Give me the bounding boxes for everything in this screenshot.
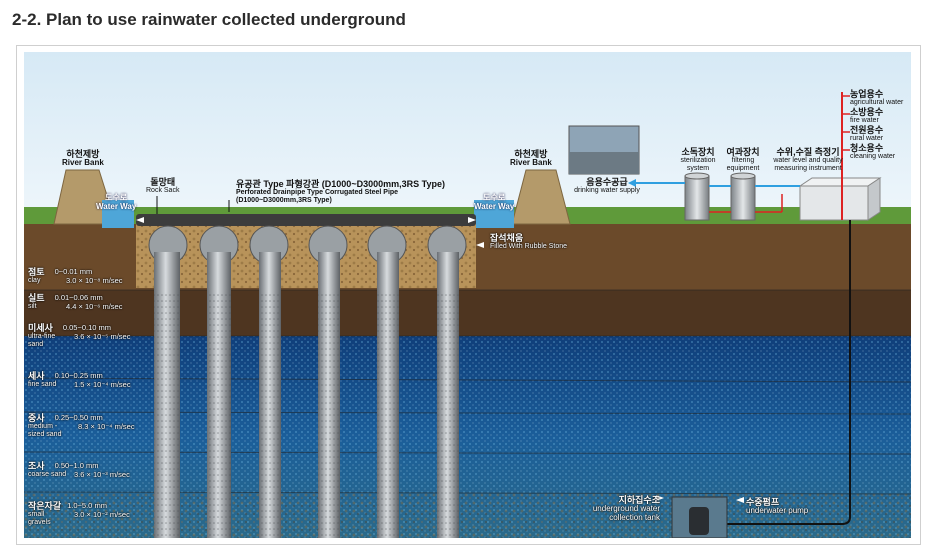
waterway-left: [102, 200, 134, 228]
measuring-building: [799, 185, 869, 221]
rock-sack-label: 돌망태 Rock Sack: [146, 177, 180, 195]
sky: [24, 52, 911, 217]
river-bank-right: [511, 169, 571, 225]
vertical-pipes: [154, 252, 459, 538]
measuring-label: 수위,수질 측정기 water level and quality measur…: [773, 147, 843, 172]
measuring-building-roof: [798, 177, 882, 187]
use-rural: 전원용수 rural water: [850, 125, 884, 143]
page-title: 2-2. Plan to use rainwater collected und…: [12, 10, 406, 29]
supply-pipes: [636, 182, 800, 187]
rubble-texture: [136, 222, 476, 288]
diagram-illustration: [24, 52, 911, 538]
pump-label: 수중펌프 underwater pump: [746, 497, 809, 516]
pump-riser-pipe: [724, 220, 851, 525]
waterway-left-label: 도수로 Water Way: [96, 193, 137, 211]
sterilization-label: 소독장치 sterilization system: [680, 147, 716, 172]
tank-label: 지하집수조 underground water collection tank: [592, 495, 660, 522]
distribution-branches: [842, 95, 850, 151]
waterway-right-pointer: [468, 217, 476, 223]
filtering-label: 여과장치 filtering equipment: [726, 147, 760, 172]
underwater-pump: [689, 507, 709, 535]
use-agricultural: 농업용수 agricultural water: [850, 89, 904, 107]
use-fire: 소방용수 fire water: [850, 107, 884, 125]
waterway-right: [474, 200, 514, 228]
rock-sack-strip: [136, 214, 476, 226]
river-bank-left: [53, 169, 117, 225]
sterilization-tank: [684, 175, 710, 221]
rubble-label: 잡석채움 Filled With Rubble Stone: [490, 233, 568, 251]
use-cleaning: 청소용수 cleaning water: [850, 143, 896, 161]
rubble-pointer: [476, 242, 484, 248]
rainwater-diagram: 하천제방 River Bank 하천제방 River Bank 도수로 Wate…: [24, 52, 911, 538]
drinking-water-label: 음용수공급 drinking water supply: [574, 177, 640, 195]
river-bank-right-label: 하천제방 River Bank: [510, 149, 552, 168]
photo-ground: [569, 152, 639, 174]
return-pipes: [709, 194, 783, 213]
waterway-right-label: 도수로 Water Way: [474, 193, 515, 211]
label-arrows: [656, 495, 744, 503]
waterway-left-pointer: [136, 217, 144, 223]
filtering-tank: [730, 175, 756, 221]
pipe-label: 유공관 Type 파형강관 (D1000~D3000mm,3RS Type) P…: [236, 179, 445, 204]
river-bank-left-label: 하천제방 River Bank: [62, 149, 104, 168]
